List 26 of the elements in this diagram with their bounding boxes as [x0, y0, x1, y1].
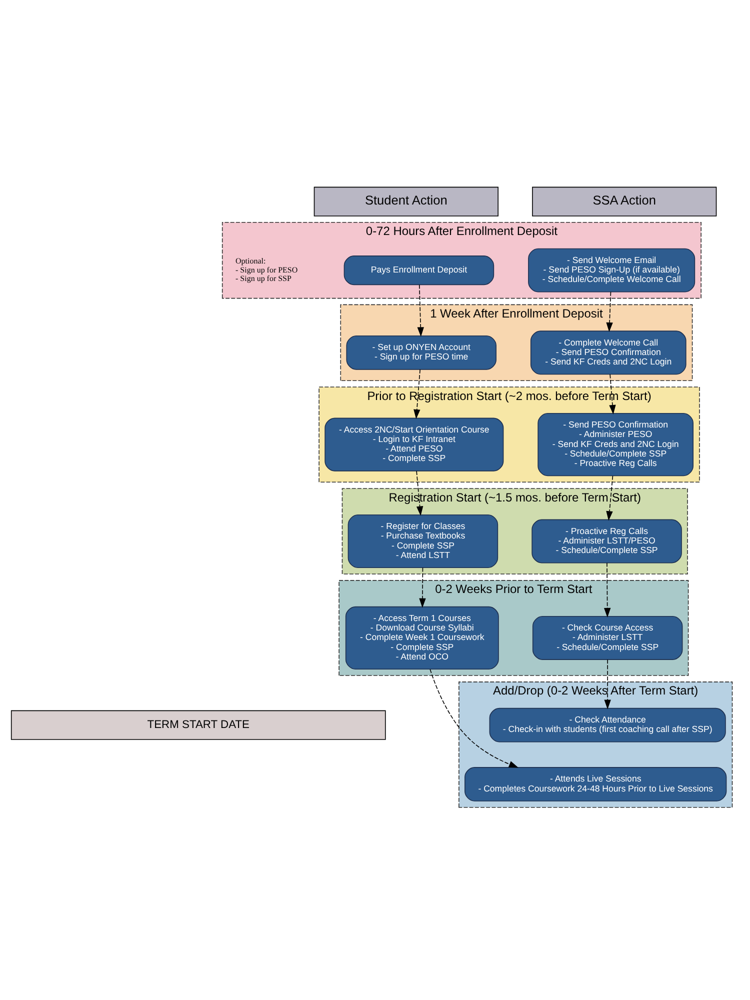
- node-box: - Attends Live Sessions - Completes Coursework 24-48 Hours Prior to Live Sessions: [464, 766, 727, 801]
- node-box: Pays Enrollment Deposit: [344, 255, 494, 285]
- arrow: [604, 658, 611, 709]
- arrow: [609, 374, 616, 414]
- arrow: [414, 368, 420, 419]
- node-box: - Proactive Reg Calls - Administer LSTT/PESO - Schedule/Complete SSP: [532, 518, 682, 563]
- node-box: - Register for Classes - Purchase Textbooks - Complete SSP - Attend LSTT: [348, 514, 498, 568]
- node-box: - Access Term 1 Courses - Download Course Syllabi - Complete Week 1 Coursework - Complete SSP - Attend OCO: [345, 606, 499, 670]
- arrow: [419, 566, 426, 608]
- node-box: TERM START DATE: [10, 710, 386, 740]
- node-label: - Sign up for PESO: [236, 264, 298, 274]
- node-box: - Set up ONYEN Account - Sign up for PESO time: [346, 334, 496, 370]
- node-box: - Complete Welcome Call - Send PESO Confirmation - Send KF Creds and 2NC Login: [530, 330, 686, 374]
- node-box: - Send Welcome Email - Send PESO Sign-Up (if available) - Schedule/Complete Welcome Call: [528, 248, 696, 292]
- node-box: - Access 2NC/Start Orientation Course - Login to KF Intranet - Attend PESO - Complete SSP: [324, 417, 504, 471]
- label: SSA Action: [592, 192, 656, 208]
- node-box: - Check Course Access - Administer LSTT - Schedule/Complete SSP: [532, 616, 683, 660]
- label: Student Action: [365, 192, 448, 208]
- arrow: [604, 562, 611, 618]
- node-label: Optional:: [236, 256, 266, 266]
- node-box: - Check Attendance - Check-in with students (first coaching call after SSP): [489, 707, 726, 742]
- arrow: [416, 470, 424, 516]
- arrow: [606, 291, 613, 332]
- node-box: - Send PESO Confirmation - Administer PESO - Send KF Creds and 2NC Login - Schedule/Complete SSP - Proactive Reg Calls: [538, 412, 694, 476]
- node-label: - Sign up for SSP: [236, 274, 292, 283]
- arrow: [430, 668, 519, 768]
